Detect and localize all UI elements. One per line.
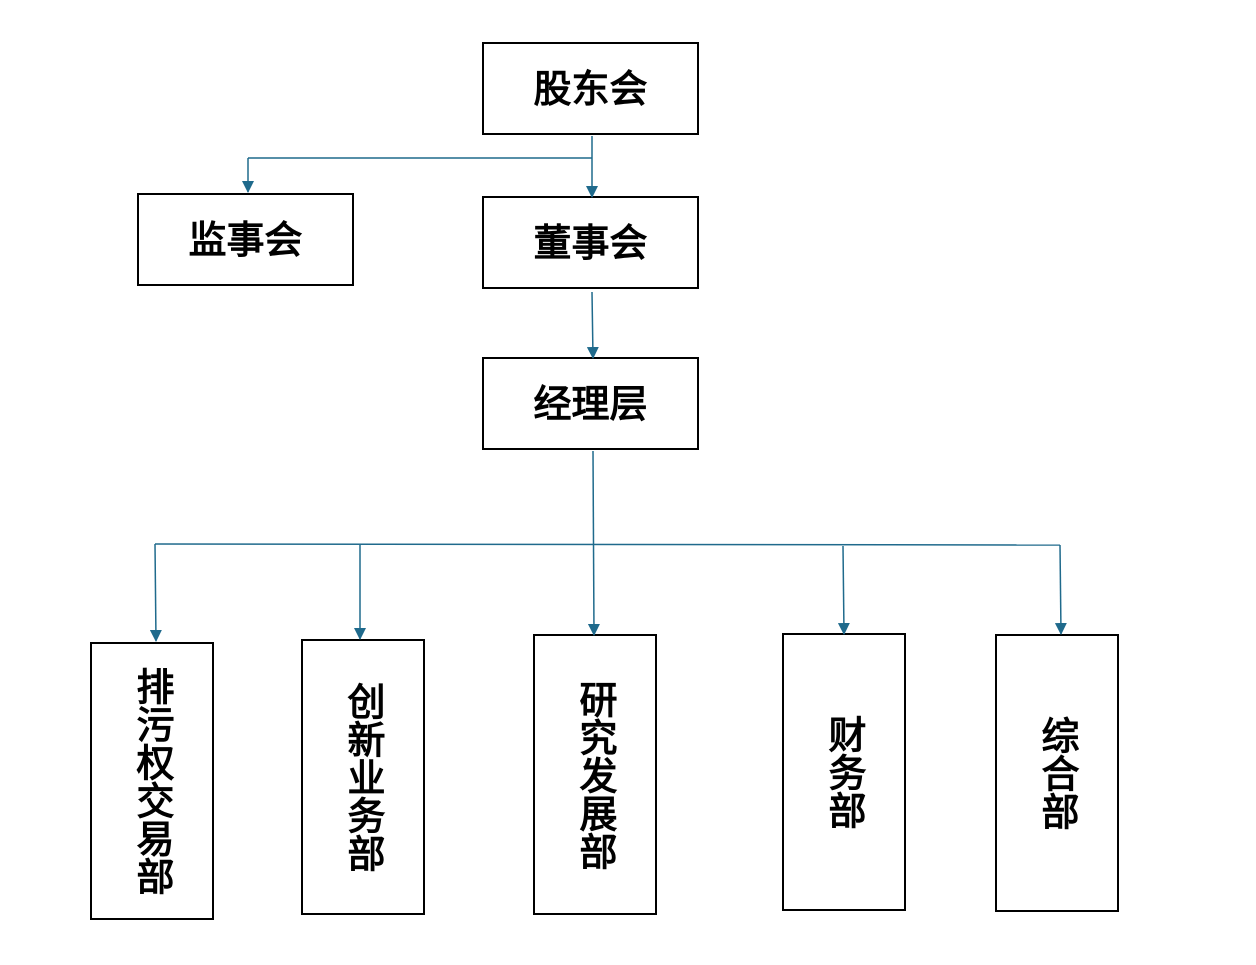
node-department: 财务部 — [782, 633, 906, 911]
node-department-label: 创新业务部 — [341, 682, 386, 872]
connector-to-dept-5 — [1054, 544, 1067, 635]
node-department: 创新业务部 — [301, 639, 425, 915]
connector-management-trunk — [587, 450, 600, 636]
node-department-label: 研究发展部 — [573, 679, 618, 870]
connector-to-dept-4 — [837, 545, 850, 635]
node-department: 综合部 — [995, 634, 1119, 912]
node-department: 排污权交易部 — [90, 642, 214, 920]
node-board: 董事会 — [482, 196, 699, 289]
node-shareholders-label: 股东会 — [533, 65, 648, 111]
node-department-label: 综合部 — [1035, 716, 1080, 830]
node-supervisors-label: 监事会 — [188, 216, 303, 262]
connector-to-dept-1 — [149, 543, 162, 642]
node-department-label: 排污权交易部 — [130, 667, 175, 895]
node-department-label: 财务部 — [822, 715, 867, 829]
node-management: 经理层 — [482, 357, 699, 450]
node-department: 研究发展部 — [533, 634, 657, 915]
node-management-label: 经理层 — [533, 380, 648, 426]
node-supervisors: 监事会 — [137, 193, 354, 286]
node-board-label: 董事会 — [533, 219, 648, 265]
node-shareholders: 股东会 — [482, 42, 699, 135]
connector-bottom-branch-horizontal — [154, 543, 1061, 546]
connector-board-to-management — [586, 291, 599, 359]
